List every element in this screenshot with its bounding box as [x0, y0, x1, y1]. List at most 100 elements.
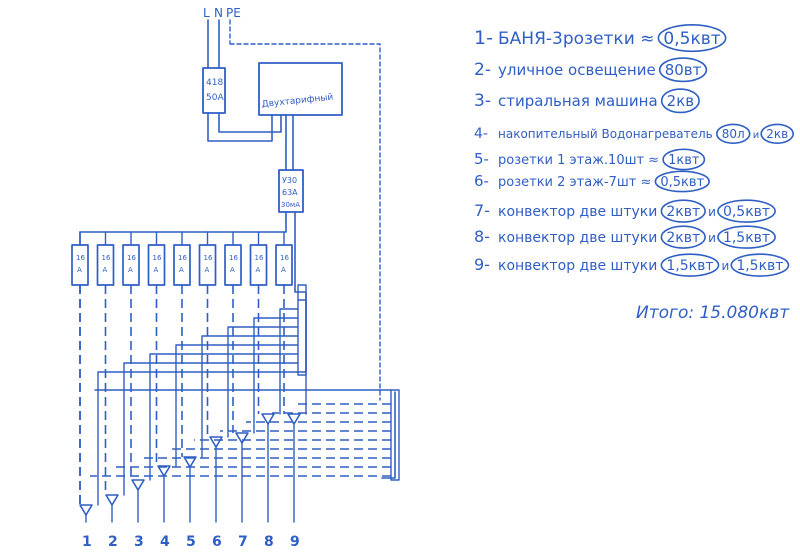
neutral-feed-wire: [253, 317, 299, 434]
breaker-label-unit: A: [205, 266, 210, 274]
legend-circled-value: 1квт: [668, 153, 700, 168]
breaker-label: 16: [178, 254, 187, 262]
neutral-feed-wire: [175, 344, 299, 467]
group-terminal: [79, 504, 93, 516]
breaker-label-unit: A: [230, 266, 235, 274]
legend-circle: [660, 88, 700, 114]
group-terminal: [183, 456, 197, 468]
neutral-feed-wire: [227, 326, 299, 438]
legend-separator: и: [753, 130, 760, 141]
group-terminal: [157, 465, 171, 477]
breaker-label: 16: [127, 254, 136, 262]
group-wires: [79, 285, 392, 523]
legend-number: 5-: [474, 150, 489, 168]
breaker-16a: 16A: [122, 244, 140, 286]
legend-number: 9-: [474, 255, 490, 274]
legend-item-6: 6- розетки 2 этаж-7шт ≈ 0,5квт: [474, 170, 710, 193]
rcd-line-1: У30: [282, 176, 297, 185]
neutral-feed-wire: [201, 335, 299, 458]
main-breaker-line-1: 418: [206, 78, 223, 88]
legend-number: 4-: [474, 126, 488, 142]
legend-circle: [660, 225, 706, 249]
group-terminal: [261, 413, 275, 425]
breaker-label: 16: [204, 254, 213, 262]
legend-number: 7-: [474, 201, 490, 220]
breaker-16a: 16A: [147, 244, 166, 286]
breaker-label: 16: [76, 254, 85, 262]
legend-circled-value: 2квт: [666, 204, 700, 220]
breaker-16a: 16A: [71, 244, 89, 286]
total-label: Итого: 15.080квт: [636, 303, 790, 323]
legend-number: 1-: [474, 27, 493, 49]
legend-item-3: 3- стиральная машина 2кв: [474, 88, 700, 114]
group-number: 8: [264, 534, 274, 550]
group-number: 5: [186, 534, 196, 550]
legend-text: конвектор две штуки: [498, 258, 657, 274]
breaker-16a: 16A: [96, 244, 115, 286]
legend-text: уличное освещение: [498, 61, 656, 79]
main-breaker-line-2: 50A: [206, 93, 224, 103]
breaker-16a: 16A: [173, 244, 191, 286]
neutral-feed-wire: [279, 308, 299, 415]
group-terminal: [131, 479, 145, 491]
breaker-16a: 16A: [224, 244, 242, 286]
legend-text: конвектор две штуки: [498, 204, 657, 220]
legend-circle: [662, 148, 706, 171]
breaker-16a: 16A: [249, 244, 268, 286]
breaker-label-unit: A: [154, 266, 159, 274]
legend-circle: [715, 123, 751, 144]
breaker-label-unit: A: [281, 266, 286, 274]
supply-label-l: L: [203, 6, 210, 20]
legend-circle: [730, 253, 790, 277]
legend-circle: [658, 57, 708, 83]
legend-text: стиральная машина: [498, 92, 658, 110]
legend-circle: [660, 199, 706, 223]
neutral-feed-wire: [149, 353, 299, 481]
legend-circled-value: 0,5квт: [663, 29, 720, 49]
group-number: 4: [160, 534, 170, 550]
legend-circled-value: 0,5квт: [723, 204, 770, 220]
legend-text: конвектор две штуки: [498, 230, 657, 246]
breaker-label: 16: [102, 254, 111, 262]
group-number: 2: [108, 534, 118, 550]
legend-circle: [657, 23, 727, 53]
legend-separator: и: [708, 231, 716, 245]
breaker-label: 16: [255, 254, 264, 262]
rcd-line-2: 63A: [282, 188, 298, 197]
breaker-label-unit: A: [103, 266, 108, 274]
legend-circled-value: 1,5квт: [723, 230, 770, 246]
legend-number: 3-: [474, 91, 491, 111]
breaker-16a: 16A: [275, 244, 293, 286]
legend-circle: [654, 170, 710, 193]
neutral-feed-wire: [97, 371, 299, 506]
two-tariff-meter: Двухтарифный: [258, 62, 343, 116]
legend-separator: и: [722, 259, 730, 273]
rcd-line-3: 30мА: [281, 201, 300, 209]
legend-item-5: 5-розетки 1 этаж.10шт ≈1квт: [474, 148, 706, 171]
group-terminal: [235, 432, 249, 444]
supply-label-pe: PE: [226, 6, 241, 20]
group-number: 6: [212, 534, 222, 550]
legend-text: накопительный Водонагреватель: [498, 127, 713, 141]
legend-circled-value: 2кв: [667, 92, 694, 110]
legend-circled-value: 1,5квт: [736, 258, 783, 274]
neutral-feed-wire: [123, 362, 299, 496]
breaker-label: 16: [229, 254, 238, 262]
legend-text: розетки 2 этаж-7шт ≈: [498, 175, 651, 190]
legend-circled-value: 80вт: [665, 61, 702, 79]
legend-circled-value: 80л: [722, 127, 745, 141]
legend-circled-value: 2квт: [666, 230, 700, 246]
legend-number: 6-: [474, 172, 489, 190]
legend-circled-value: 0,5квт: [660, 175, 704, 190]
legend-circle: [760, 123, 794, 144]
feed-wires: [207, 112, 294, 171]
group-number: 3: [134, 534, 144, 550]
rcd: У30 63A 30мА: [278, 169, 304, 213]
group-terminal: [105, 494, 119, 506]
neutral-feed-wire: [297, 299, 307, 415]
